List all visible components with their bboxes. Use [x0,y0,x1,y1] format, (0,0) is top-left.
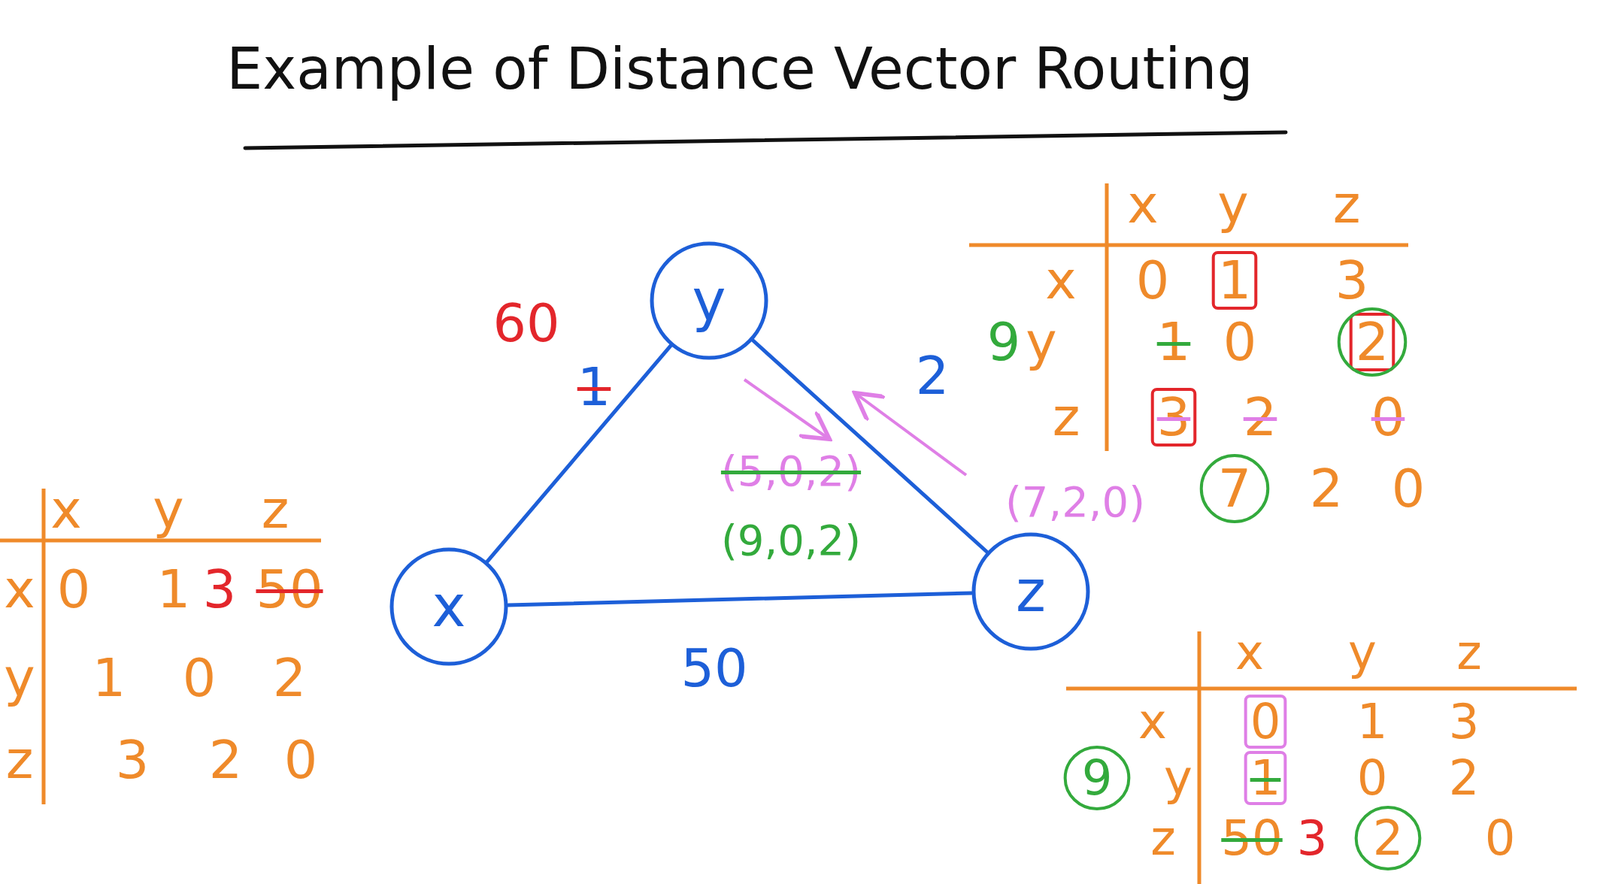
table-entry: 0 [1223,315,1258,369]
table-entry: 0 [1250,697,1282,746]
router-name: z [1015,563,1046,621]
table-entry: 3 [1157,390,1191,444]
circle-outline [973,534,1088,649]
highlight-box [1351,314,1394,370]
table-entry: 7 [1218,462,1252,516]
table-entry: 1 [157,563,191,616]
table-rule [1105,183,1110,452]
highlight-box [1152,389,1196,446]
table-rule [969,243,1409,248]
table-entry: y [1163,754,1193,803]
table-rule [1197,631,1202,884]
table-entry: z [6,733,34,787]
table-entry: 0 [182,651,217,705]
table-entry: y [1217,178,1249,231]
table-entry: 50 [1221,814,1282,863]
table-entry: 0 [57,563,91,616]
title-underline [245,132,1286,149]
table-entry: x [1127,178,1158,231]
link-cost: 50 [675,642,752,695]
table-entry: 1 [1357,697,1388,746]
table-entry: z [1333,178,1361,231]
table-entry: (7,2,0) [1005,481,1146,524]
table-entry: 0 [284,733,319,787]
table-entry: 0 [1357,754,1388,803]
table-entry: x [50,483,82,537]
table-entry: (5,0,2) [721,450,861,493]
table-rule [42,488,46,805]
table-entry: y [1348,628,1377,677]
table-entry: 2 [209,733,243,787]
router-circle: y [649,241,769,361]
table-entry: 3 [1335,254,1370,307]
table-entry: y [3,651,35,705]
table-entry: 0 [1136,254,1170,307]
router-name: x [432,578,467,636]
table-entry: 9 [1081,754,1113,803]
link-line [487,345,671,562]
table-entry: y [1025,315,1057,369]
table-entry: 0 [1371,390,1406,444]
message-arrow [744,379,828,438]
highlight-circle [1339,309,1407,376]
table-entry: 0 [1391,462,1426,516]
link-cost: 2 [911,349,955,403]
table-entry: 2 [1448,754,1480,803]
table-entry: 1 [92,651,127,705]
highlight-circle [1356,807,1421,870]
table-entry: 3 [1296,814,1328,863]
circle-outline [651,243,767,358]
table-entry: 3 [1448,697,1480,746]
title: Example of Distance Vector Routing [226,40,1253,98]
table-entry: z [261,483,290,537]
table-entry: (9,0,2) [721,519,861,562]
table-entry: 1 [1250,754,1282,803]
highlight-circle [1201,455,1269,522]
router-circle: z [971,532,1091,652]
highlight-box [1245,696,1286,748]
table-entry: 3 [115,733,150,787]
table-entry: 1 [1218,254,1252,307]
table-entry: 50 [255,563,323,616]
table-entry: z [1150,814,1176,863]
table-entry: x [3,563,35,616]
message-arrow [857,394,967,476]
table-entry: 9 [987,315,1022,369]
table-entry: x [1138,697,1167,746]
table-entry: x [1235,628,1264,677]
table-rule [0,539,322,543]
table-entry: x [1045,254,1076,307]
table-entry: 0 [1484,814,1516,863]
router-name: y [692,272,727,330]
table-entry: 1 [577,360,612,414]
link-cost: 60 [487,296,564,350]
table-entry: 3 [203,563,237,616]
highlight-circle [1065,747,1130,810]
router-circle: x [389,547,509,667]
table-entry: 1 [1157,315,1191,369]
link-line [508,593,972,606]
highlight-box [1245,752,1286,804]
table-entry: 2 [1372,814,1404,863]
table-rule [1066,687,1577,691]
table-entry: 2 [1243,390,1278,444]
table-entry: z [1456,628,1482,677]
table-entry: z [1052,390,1081,444]
table-entry: 2 [272,651,307,705]
table-entry: y [152,483,184,537]
highlight-box [1213,252,1257,309]
table-entry: 2 [1309,462,1344,516]
table-entry: 2 [1355,315,1390,369]
circle-outline [391,549,507,664]
